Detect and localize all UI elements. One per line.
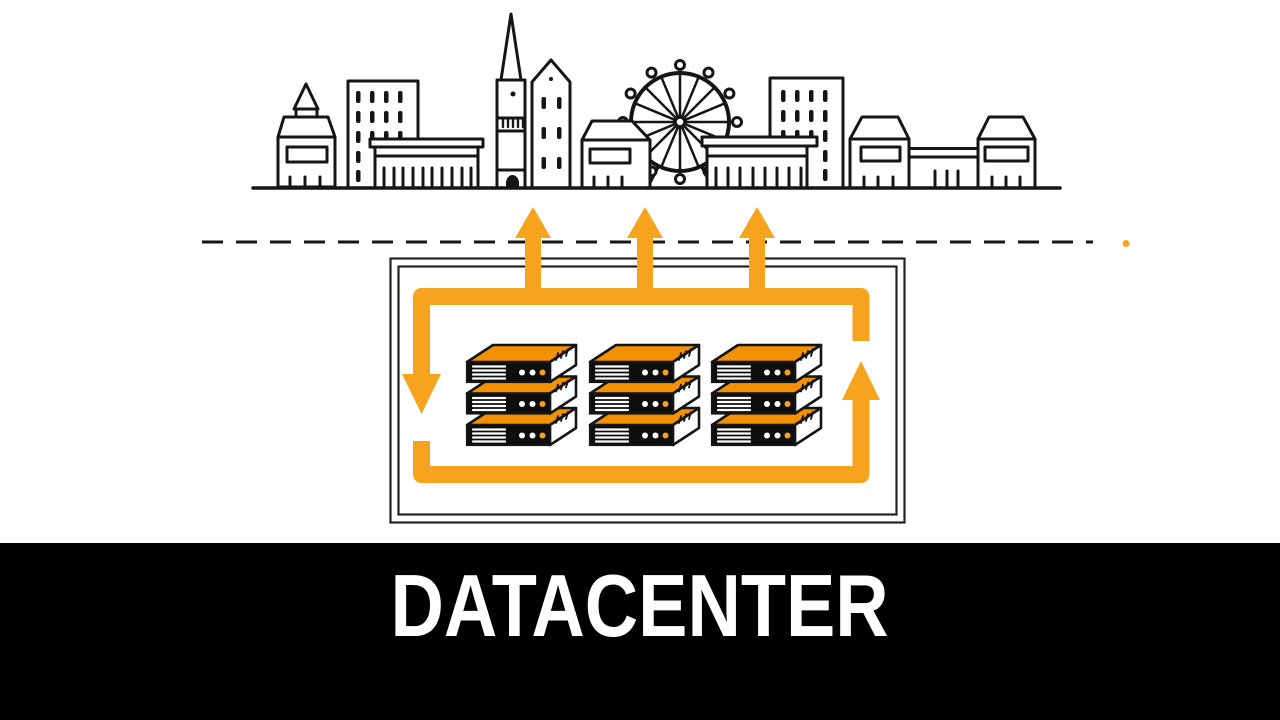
- server-room: [465, 343, 823, 447]
- server-unit: [588, 343, 701, 384]
- up-arrow-icon: [515, 207, 551, 300]
- connecting-wall: [907, 147, 980, 189]
- orange-dot: [1122, 240, 1130, 247]
- building-peaked-tower: [530, 58, 572, 190]
- title-banner: DATACENTER: [0, 543, 1280, 720]
- city-skyline: [251, 12, 1062, 190]
- server-unit: [710, 343, 823, 384]
- server-unit: [465, 343, 578, 384]
- building-colonnade-hall: [368, 137, 485, 190]
- server-stack: [588, 343, 701, 447]
- building-clock-dome-tower: [276, 82, 337, 189]
- datacenter-city-illustration: [202, 12, 1130, 524]
- building-church-spire-tower: [495, 12, 527, 190]
- building-shop: [580, 119, 652, 190]
- up-arrow-icon: [739, 207, 775, 300]
- page-title: DATACENTER: [390, 556, 890, 655]
- server-stack: [710, 343, 823, 447]
- loop-arrow-up-icon: [842, 361, 880, 400]
- building-colonnade-hall-2: [700, 135, 819, 190]
- loop-arrow-down-icon: [402, 374, 441, 414]
- up-arrow-icon: [627, 207, 663, 300]
- building-house-right: [976, 115, 1037, 190]
- loop-bottom-right-segment: [413, 399, 870, 483]
- uplink-arrows: [515, 207, 775, 300]
- building-house-left: [848, 115, 911, 190]
- server-stack: [465, 343, 578, 447]
